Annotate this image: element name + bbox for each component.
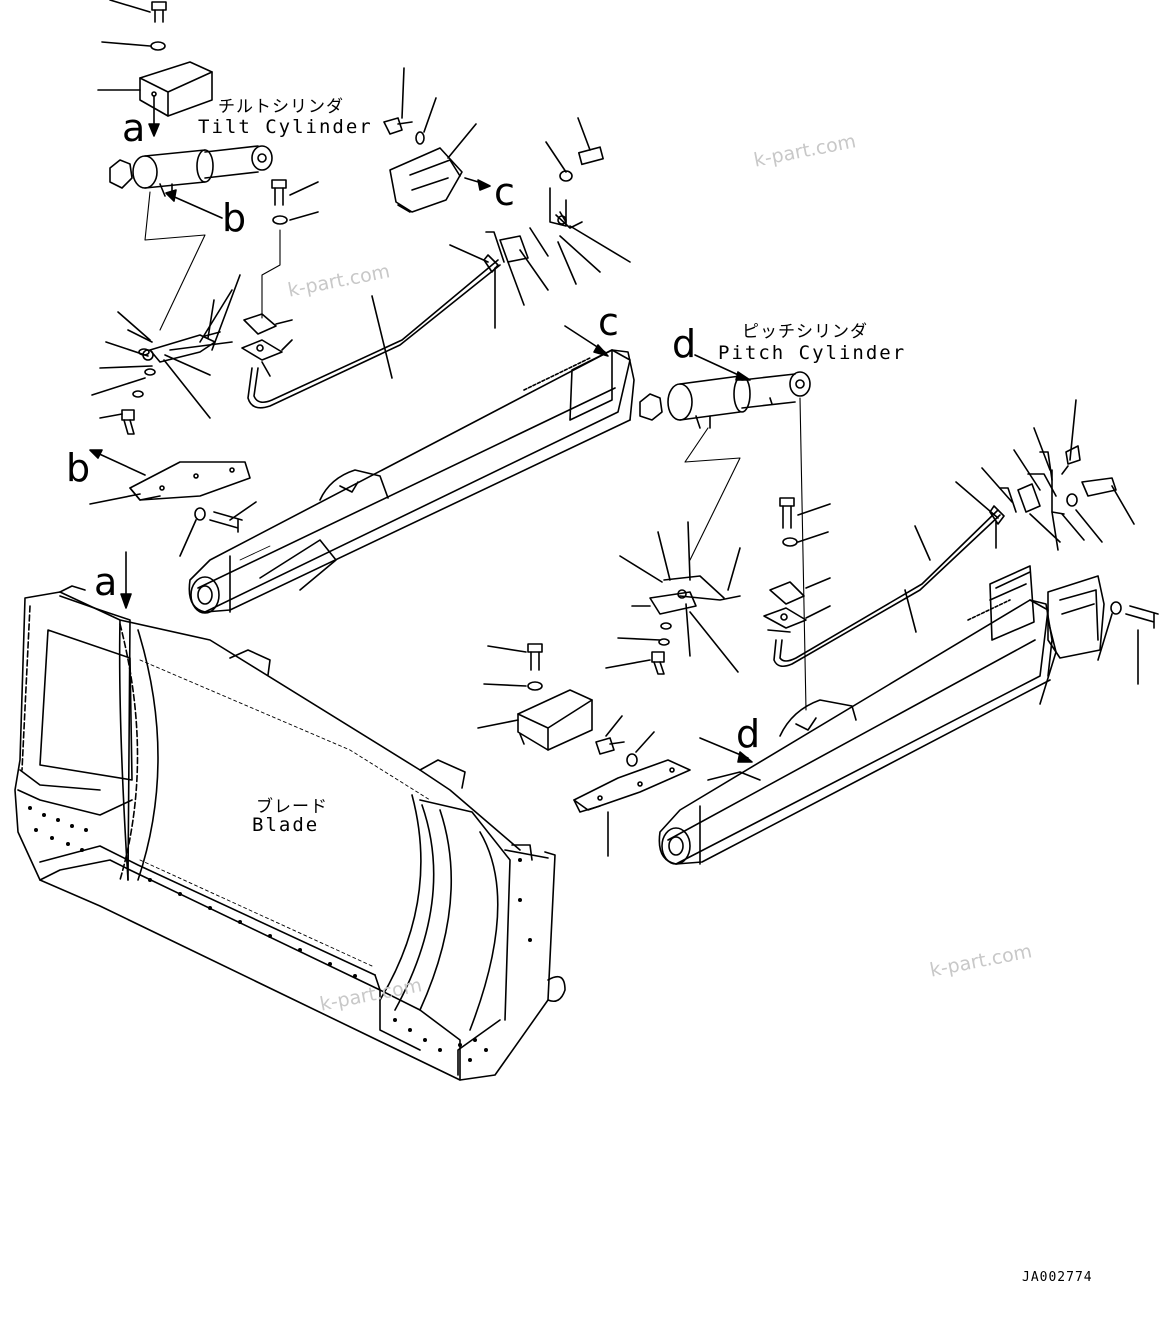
callout-c-top-arrow: [464, 177, 491, 191]
callout-c-arm: c: [598, 300, 619, 344]
blade-label-jp: ブレード: [256, 797, 328, 817]
tilt-cylinder-label-jp: チルトシリンダ: [218, 97, 344, 117]
callout-a-blade: a: [94, 560, 118, 604]
tilt-bolt-mid-icon: [271, 179, 319, 225]
callout-b-plate: b: [66, 446, 91, 490]
tilt-bolt-right-icon: [545, 117, 631, 285]
blade-label-en: Blade: [252, 814, 320, 836]
center-bolt-right-icon: [595, 715, 655, 767]
callout-c-left-arrow: [564, 325, 609, 357]
pitch-clip-plate-icon: [763, 577, 831, 633]
callout-b-top: b: [222, 196, 247, 240]
callout-d-right-arrow: [699, 737, 753, 763]
callout-b-top-arrow: [165, 189, 223, 219]
tilt-top-washer-icon: [101, 41, 166, 51]
tilt-bracket-cover-icon: [97, 61, 213, 117]
pitch-pipe-icon: [773, 509, 1001, 668]
tilt-clip-plate-icon: [241, 313, 293, 361]
right-side-cover-icon: [1039, 575, 1105, 705]
pitch-cylinder-label-jp: ピッチシリンダ: [742, 322, 868, 342]
pitch-bolt-right-icon: [1051, 399, 1135, 551]
callout-d-pitch: d: [672, 322, 697, 366]
top-center-cover-icon: [389, 123, 477, 213]
center-bolt-icon: [483, 643, 543, 691]
tilt-leader-zigzag: [144, 191, 281, 331]
callout-d-pitch-arrow: [694, 354, 751, 381]
left-cover-plate-icon: [89, 461, 251, 505]
blade-rivets: [28, 806, 532, 1062]
left-frame-arm-icon: [188, 349, 635, 614]
blade-body-icon: [14, 585, 566, 1081]
tilt-clamp-assembly-icon: [91, 274, 241, 419]
center-bracket-cover-icon: [477, 689, 593, 751]
pitch-pipe-fittings-icon: [955, 427, 1061, 549]
right-frame-arm-icon: [658, 565, 1053, 865]
tilt-cylinder-label-en: Tilt Cylinder: [198, 116, 373, 138]
callout-a-top-arrow: [148, 95, 160, 137]
right-side-bolt-icon: [1097, 601, 1159, 685]
pitch-leader-zigzag: [684, 397, 807, 711]
callout-b-left-arrow: [89, 449, 146, 476]
callout-a-top: a: [122, 106, 146, 150]
pitch-clamp-assembly-icon: [605, 521, 741, 675]
tilt-pipe-icon: [247, 259, 501, 409]
pitch-bolt-mid-icon: [779, 497, 831, 547]
tilt-top-bolt-icon: [109, 0, 167, 23]
tilt-small-parts-icon: [99, 348, 156, 435]
tilt-pipe-fittings-icon: [449, 227, 549, 329]
callout-a-blade-arrow: [120, 551, 132, 609]
pitch-cylinder-label-en: Pitch Cylinder: [718, 342, 907, 364]
drawing-code: JA002774: [1022, 1270, 1093, 1285]
top-center-bolt-icon: [383, 67, 437, 145]
callout-d-arm: d: [736, 712, 761, 756]
pitch-cylinder-icon: [639, 371, 811, 429]
callout-c-top: c: [494, 170, 515, 214]
tilt-cylinder-icon: [109, 145, 273, 197]
right-cover-plate-icon: [573, 759, 691, 857]
left-plate-bolt-icon: [179, 501, 257, 557]
